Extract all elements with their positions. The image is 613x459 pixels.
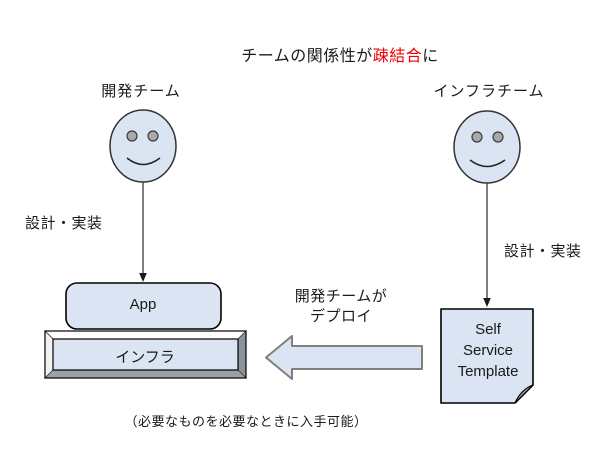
title-prefix: チームの関係性が <box>241 48 373 65</box>
infra-team-face-icon <box>453 110 521 184</box>
infra-team-label: インフラチーム <box>433 83 545 100</box>
dev-connector-arrowhead-icon <box>139 273 147 282</box>
dev-design-connector <box>139 182 147 282</box>
infra-box-shape <box>44 330 247 379</box>
deploy-arrow-label: 開発チームが デプロイ <box>294 288 388 325</box>
diagram-title: チームの関係性が疎結合に <box>241 42 439 66</box>
infra-frame-bevel-top <box>44 330 247 340</box>
infra-frame-bevel-bottom <box>44 369 247 379</box>
bottom-caption: （必要なものを必要なときに入手可能） <box>124 414 368 429</box>
title-suffix: に <box>422 48 439 65</box>
infra-face-smile <box>469 159 506 168</box>
infra-design-connector <box>483 183 491 307</box>
title-highlight: 疎結合 <box>372 48 423 65</box>
infra-design-implement-label: 設計・実装 <box>504 243 582 260</box>
dev-face-head <box>109 109 177 183</box>
infra-frame-outer-border <box>44 330 247 379</box>
dev-team-face-icon <box>109 109 177 183</box>
infra-face-right-eye <box>492 131 504 143</box>
dev-design-implement-label: 設計・実装 <box>25 215 103 232</box>
dev-face-right-eye <box>147 130 159 142</box>
infra-frame-inner-panel <box>52 338 239 371</box>
dev-face-smile <box>126 157 161 166</box>
template-note-label: Self Service Template <box>457 321 519 380</box>
template-note-shape <box>440 308 534 404</box>
infra-face-head <box>453 110 521 184</box>
deploy-arrow-shape <box>265 335 423 380</box>
infra-face-left-eye <box>471 131 483 143</box>
app-box-shape <box>65 282 222 330</box>
dev-team-label: 開発チーム <box>101 83 181 100</box>
infra-box-label: インフラ <box>115 349 175 366</box>
infra-connector-arrowhead-icon <box>483 298 491 307</box>
dev-face-left-eye <box>126 130 138 142</box>
app-box-label: App <box>129 296 157 313</box>
template-note-fold-icon <box>514 384 534 404</box>
